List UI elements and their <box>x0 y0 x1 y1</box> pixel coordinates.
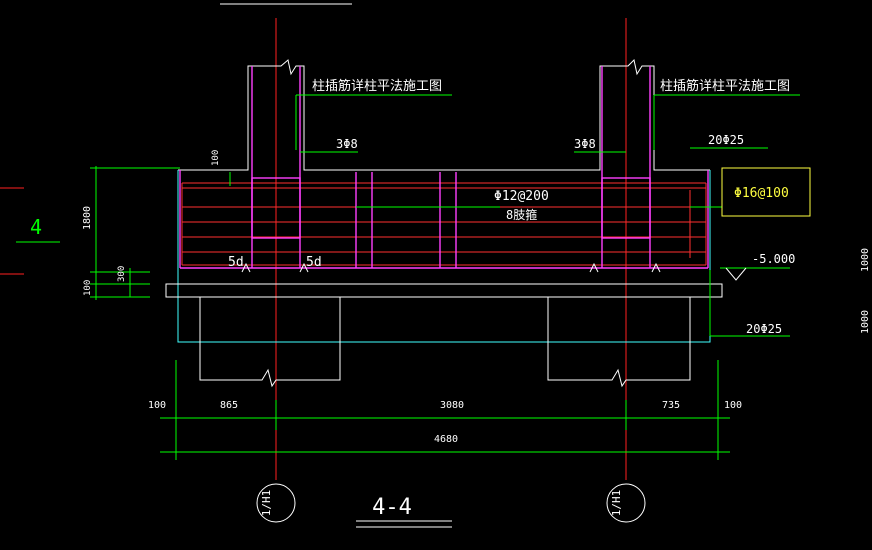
anchor-label-left: 5d <box>228 255 244 270</box>
callout-column-dowel-right: 柱插筋详柱平法施工图 <box>660 78 790 94</box>
callout-bottom-bars: 20Φ25 <box>746 322 782 336</box>
pile-cap-outline <box>177 170 711 343</box>
column-dowels <box>179 66 709 269</box>
dim-bottom-right-edge: 100 <box>724 400 742 411</box>
dim-bottom-span-left: 865 <box>220 400 238 411</box>
grid-bubble-left <box>256 483 296 523</box>
dim-right-edge-1: 1000 <box>860 248 871 272</box>
anchor-marks <box>241 262 661 273</box>
column-outlines <box>178 58 710 171</box>
dimension-lines <box>16 94 800 460</box>
section-title: 4-4 <box>372 495 412 520</box>
left-section-ticks <box>0 187 24 275</box>
rebar-layout <box>181 182 707 266</box>
dim-bottom-left-edge: 100 <box>148 400 166 411</box>
callout-side-bars-note: 8肢箍 <box>506 207 537 222</box>
left-section-marker: 4 <box>30 215 42 239</box>
callout-top-bars: 20Φ25 <box>708 133 744 147</box>
dim-right-edge-2: 1000 <box>860 310 871 334</box>
dim-height-total: 1800 <box>82 206 93 230</box>
title-underline <box>356 520 452 528</box>
elevation-label: -5.000 <box>752 252 795 266</box>
dim-bottom-span-mid: 3080 <box>440 400 464 411</box>
callout-side-bars: Φ12@200 <box>494 189 549 204</box>
grid-axis-label-right: 1/H1 <box>610 490 623 517</box>
anchor-label-right: 5d <box>306 255 322 270</box>
dim-step: 100 <box>211 150 221 166</box>
callout-stirrup-left: 3Φ8 <box>336 137 358 151</box>
dim-bottom-span-right: 735 <box>662 400 680 411</box>
highlight-box <box>721 167 811 217</box>
callout-column-dowel-left: 柱插筋详柱平法施工图 <box>312 78 442 94</box>
dim-cover: 300 <box>117 266 127 282</box>
callout-stirrup-right: 3Φ8 <box>574 137 596 151</box>
dim-bottom-total: 4680 <box>434 434 458 445</box>
callout-box-bars: Φ16@100 <box>734 186 789 201</box>
dim-base: 100 <box>83 280 93 296</box>
grid-bubble-right <box>606 483 646 523</box>
elevation-marker <box>725 267 747 281</box>
grid-axis-label-left: 1/H1 <box>260 490 273 517</box>
blinding-layer <box>165 283 723 298</box>
piles <box>199 297 691 388</box>
